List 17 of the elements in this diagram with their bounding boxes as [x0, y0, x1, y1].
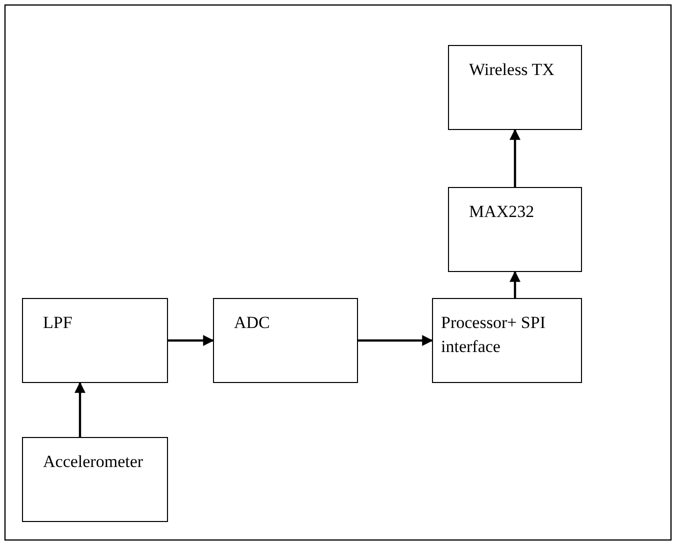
block-box: [22, 298, 168, 383]
block-box: [448, 187, 582, 272]
block-label: MAX232: [469, 201, 536, 223]
arrow: [74, 382, 86, 437]
block-label: Accelerometer: [43, 451, 144, 473]
arrow: [168, 335, 214, 346]
block-box: [22, 437, 168, 522]
arrow: [358, 335, 434, 346]
arrow: [510, 128, 520, 187]
block-label: Wireless TX: [469, 59, 556, 81]
block-box: [448, 45, 582, 130]
arrow: [510, 270, 520, 298]
block-label: ADC: [234, 312, 271, 334]
block-box: [432, 298, 582, 383]
block-label: LPF: [43, 312, 74, 334]
block-box: [213, 298, 358, 383]
block-label: Processor+ SPI interface: [441, 312, 547, 358]
